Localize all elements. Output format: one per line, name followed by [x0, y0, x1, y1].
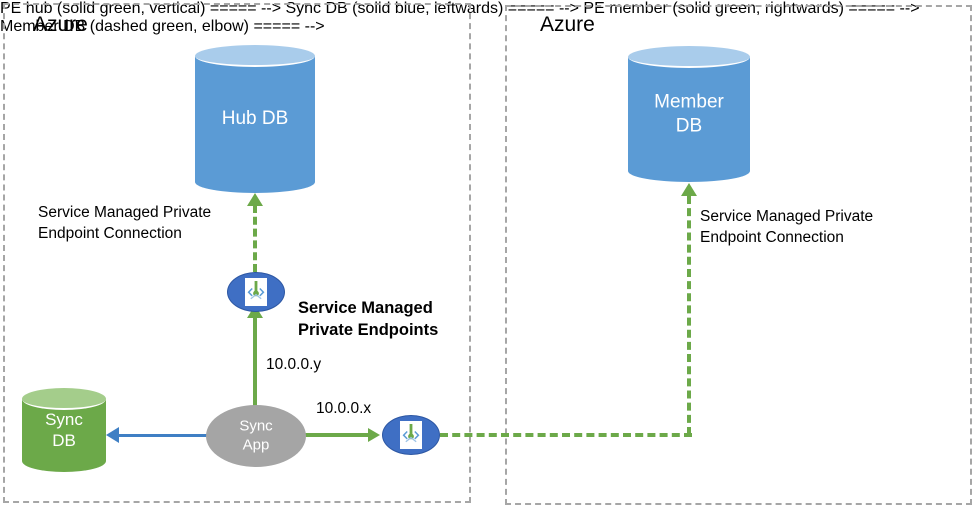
azure-boundary-right: [505, 5, 972, 505]
member-db-node[interactable]: Member DB: [628, 46, 750, 182]
arrow-pe-member: [368, 428, 380, 442]
cylinder-top: [628, 46, 750, 68]
connector-syncapp-to-pe-hub: [253, 318, 257, 418]
hub-db-node[interactable]: Hub DB: [195, 45, 315, 193]
member-db-label: Member DB: [654, 91, 724, 136]
private-endpoint-icon: [245, 278, 267, 306]
cylinder-body: [628, 57, 750, 171]
connector-hub-dashed: [253, 205, 257, 272]
annotation-hub-connection: Service Managed Private Endpoint Connect…: [38, 204, 212, 242]
annotation-service-managed-private-endpoints: Service Managed Private Endpoints: [298, 299, 439, 340]
azure-label-left: Azure: [33, 13, 88, 36]
sync-app-node[interactable]: Sync App: [206, 405, 306, 467]
private-endpoint-icon: [400, 421, 422, 449]
hub-db-label: Hub DB: [221, 108, 289, 130]
cylinder-top: [22, 388, 106, 410]
ip-label-hub: 10.0.0.y: [266, 356, 322, 373]
annotation-member-connection: Service Managed Private Endpoint Connect…: [700, 208, 874, 246]
sync-db-node[interactable]: Sync DB: [22, 388, 106, 472]
arrow-hub-db: [247, 193, 263, 206]
connector-syncapp-to-syncdb: [118, 434, 210, 437]
cylinder-body: [195, 56, 315, 182]
connector-pe-member-vertical: [687, 196, 691, 435]
azure-boundary-left: [3, 3, 471, 503]
sync-db-label: Sync DB: [45, 409, 83, 450]
arrow-member-db: [681, 183, 697, 196]
sync-app-label: Sync App: [239, 417, 273, 453]
azure-label-right: Azure: [540, 13, 595, 36]
connector-syncapp-to-pe-member: [304, 433, 370, 437]
cylinder-top: [195, 45, 315, 67]
connector-pe-member-horizontal: [440, 433, 692, 437]
arrow-sync-db: [106, 427, 119, 443]
ip-label-member: 10.0.0.x: [316, 400, 372, 417]
private-endpoint-icon-member[interactable]: [382, 415, 440, 455]
private-endpoint-icon-hub[interactable]: [227, 272, 285, 312]
